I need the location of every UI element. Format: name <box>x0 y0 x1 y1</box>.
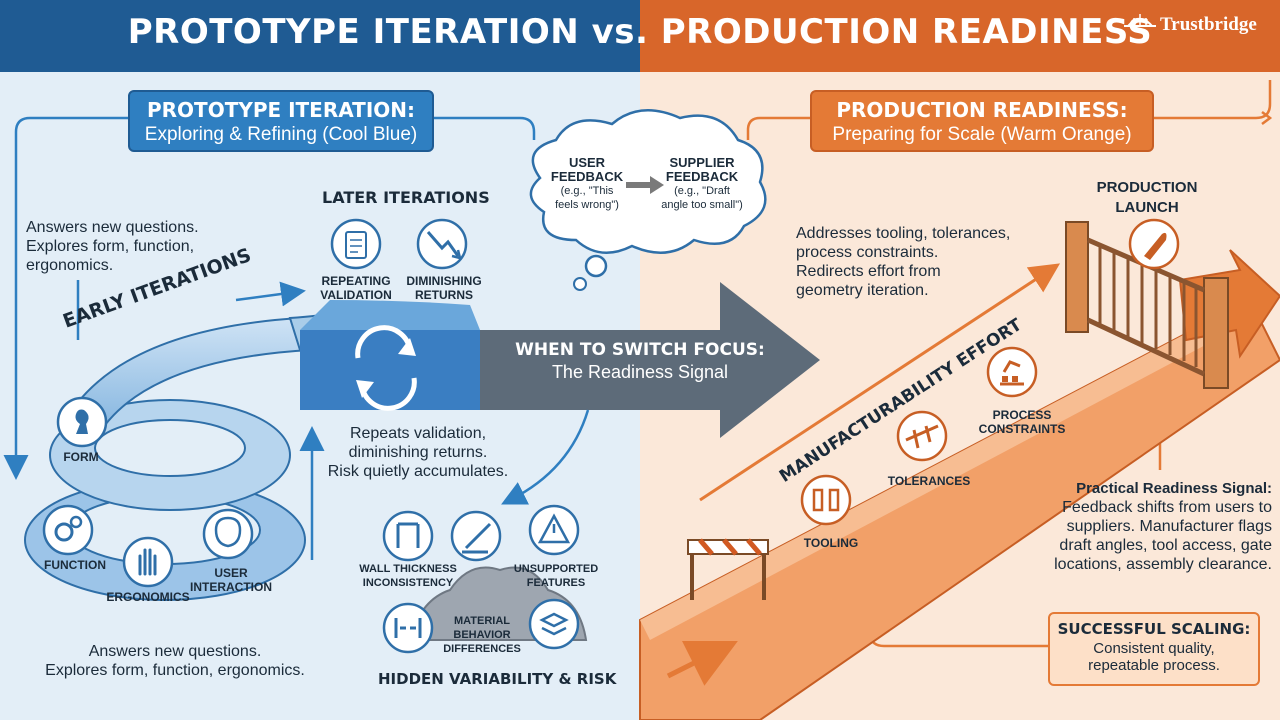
production-heading-box: PRODUCTION READINESS: Preparing for Scal… <box>810 90 1154 152</box>
header-left-band <box>0 0 640 72</box>
scaling-text-2: repeatable process. <box>1088 657 1220 674</box>
label-line: PRODUCTION <box>1096 179 1198 196</box>
label-line: MATERIAL <box>453 615 510 627</box>
note-line: Redirects effort from <box>796 263 941 280</box>
cycle-arrows-icon <box>355 325 417 411</box>
hand-icon <box>122 536 174 588</box>
production-heading: PRODUCTION READINESS: <box>836 98 1128 122</box>
note-line: draft angles, tool access, gate <box>1059 537 1272 554</box>
label-line: INTERACTION <box>190 580 272 594</box>
step-tolerances: TOLERANCES <box>887 474 971 488</box>
page-title: PROTOTYPE ITERATION vs. PRODUCTION READI… <box>127 12 1153 52</box>
trend-down-icon <box>416 218 468 270</box>
switch-subtitle: The Readiness Signal <box>551 362 729 382</box>
compress-icon <box>382 602 434 654</box>
readiness-signal-text: Feedback shifts from users to suppliers.… <box>1030 498 1272 574</box>
production-ramp <box>639 249 1280 720</box>
label-line: SUPPLIER <box>669 155 735 170</box>
later-item-repeating: REPEATING VALIDATION <box>314 274 398 302</box>
label-line: PROCESS <box>992 408 1052 422</box>
production-note: Addresses tooling, tolerances, process c… <box>796 224 1046 300</box>
note-line: Answers new questions. <box>26 219 199 236</box>
step-tooling: TOOLING <box>803 536 859 550</box>
label-line: DIFFERENCES <box>443 643 521 655</box>
note-line: diminishing returns. <box>348 444 488 461</box>
prototype-note-top: Answers new questions. Explores form, fu… <box>26 218 276 275</box>
label-line: feels wrong") <box>555 199 619 211</box>
feedback-cloud <box>529 109 767 291</box>
note-line: ergonomics. <box>26 257 114 274</box>
label-line: LAUNCH <box>1115 199 1179 216</box>
note-line: Explores form, function, ergonomics. <box>45 662 305 679</box>
note-line: geometry iteration. <box>796 282 929 299</box>
switch-title: WHEN TO SWITCH FOCUS: <box>515 340 765 360</box>
prototype-subheading: Exploring & Refining (Cool Blue) <box>144 124 418 145</box>
gears-icon <box>42 504 94 556</box>
risk-item-unsupported: UNSUPPORTED FEATURES <box>508 562 604 590</box>
robot-arm-icon <box>986 346 1038 398</box>
header-right-band <box>640 0 1280 72</box>
risk-item-wall-thickness: WALL THICKNESS INCONSISTENCY <box>352 562 464 590</box>
spiral-label-user-interaction: USER INTERACTION <box>186 566 276 594</box>
scaling-text-1: Consistent quality, <box>1093 640 1215 657</box>
note-line: Risk quietly accumulates. <box>327 463 509 480</box>
label-line: UNSUPPORTED <box>513 563 599 575</box>
risk-title: HIDDEN VARIABILITY & RISK <box>378 670 617 688</box>
user-feedback-label: USER FEEDBACK (e.g., "This feels wrong") <box>548 156 626 212</box>
spiral-label-function: FUNCTION <box>44 558 106 572</box>
later-item-diminishing: DIMINISHING RETURNS <box>398 274 490 302</box>
label-line: BEHAVIOR <box>453 629 511 641</box>
note-line: process constraints. <box>796 244 939 261</box>
readiness-signal-title: Practical Readiness Signal: <box>1076 480 1272 497</box>
label-line: RETURNS <box>414 288 473 302</box>
note-line: suppliers. Manufacturer flags <box>1066 518 1272 535</box>
scaling-box: SUCCESSFUL SCALING: Consistent quality, … <box>1048 612 1260 686</box>
layers-icon <box>528 598 580 650</box>
switch-arrow <box>300 282 820 438</box>
label-line: INCONSISTENCY <box>362 577 454 589</box>
label-line: USER <box>214 566 248 580</box>
barrier-hurdle <box>687 538 769 600</box>
brain-icon <box>202 508 254 560</box>
spiral-label-ergonomics: ERGONOMICS <box>106 590 190 604</box>
label-line: angle too small") <box>661 199 743 211</box>
wall-thickness-icon <box>382 510 434 562</box>
label-line: FEATURES <box>526 577 586 589</box>
note-line: Repeats validation, <box>349 425 487 442</box>
label-line: REPEATING <box>321 274 391 288</box>
label-line: USER <box>568 155 606 170</box>
caliper-icon <box>896 410 948 462</box>
production-subheading: Preparing for Scale (Warm Orange) <box>832 124 1132 145</box>
risk-item-material: MATERIAL BEHAVIOR DIFFERENCES <box>436 614 528 656</box>
spiral-label-form: FORM <box>63 450 99 464</box>
label-line: VALIDATION <box>320 288 392 302</box>
label-line: FEEDBACK <box>665 169 739 184</box>
prototype-heading: PROTOTYPE ITERATION: <box>146 98 415 122</box>
note-line: Feedback shifts from users to <box>1062 499 1272 516</box>
clipboard-check-icon <box>330 218 382 270</box>
label-line: WALL THICKNESS <box>359 563 457 575</box>
brand-name: Trustbridge <box>1160 14 1257 35</box>
prototype-heading-box: PROTOTYPE ITERATION: Exploring & Refinin… <box>128 90 434 152</box>
scaling-title: SUCCESSFUL SCALING: <box>1057 620 1251 638</box>
label-line: (e.g., "Draft <box>674 185 730 197</box>
label-line: DIMINISHING <box>406 274 482 288</box>
note-line: Answers new questions. <box>88 643 262 660</box>
label-line: CONSTRAINTS <box>978 422 1066 436</box>
label-line: (e.g., "This <box>560 185 614 197</box>
prototype-note-bottom: Answers new questions. Explores form, fu… <box>30 642 320 680</box>
trustbridge-logo-icon <box>1124 14 1156 27</box>
later-iterations-label: LATER ITERATIONS <box>322 188 490 207</box>
production-gate <box>1065 221 1229 389</box>
mold-icon <box>800 474 852 526</box>
launch-label: PRODUCTION LAUNCH <box>1092 178 1202 218</box>
label-line: FEEDBACK <box>550 169 624 184</box>
note-line: locations, assembly clearance. <box>1054 556 1272 573</box>
repeats-note: Repeats validation, diminishing returns.… <box>320 424 516 481</box>
note-line: Explores form, function, <box>26 238 195 255</box>
step-process-constraints: PROCESS CONSTRAINTS <box>974 408 1070 436</box>
note-line: Addresses tooling, tolerances, <box>796 225 1011 242</box>
supplier-feedback-label: SUPPLIER FEEDBACK (e.g., "Draft angle to… <box>656 156 748 212</box>
